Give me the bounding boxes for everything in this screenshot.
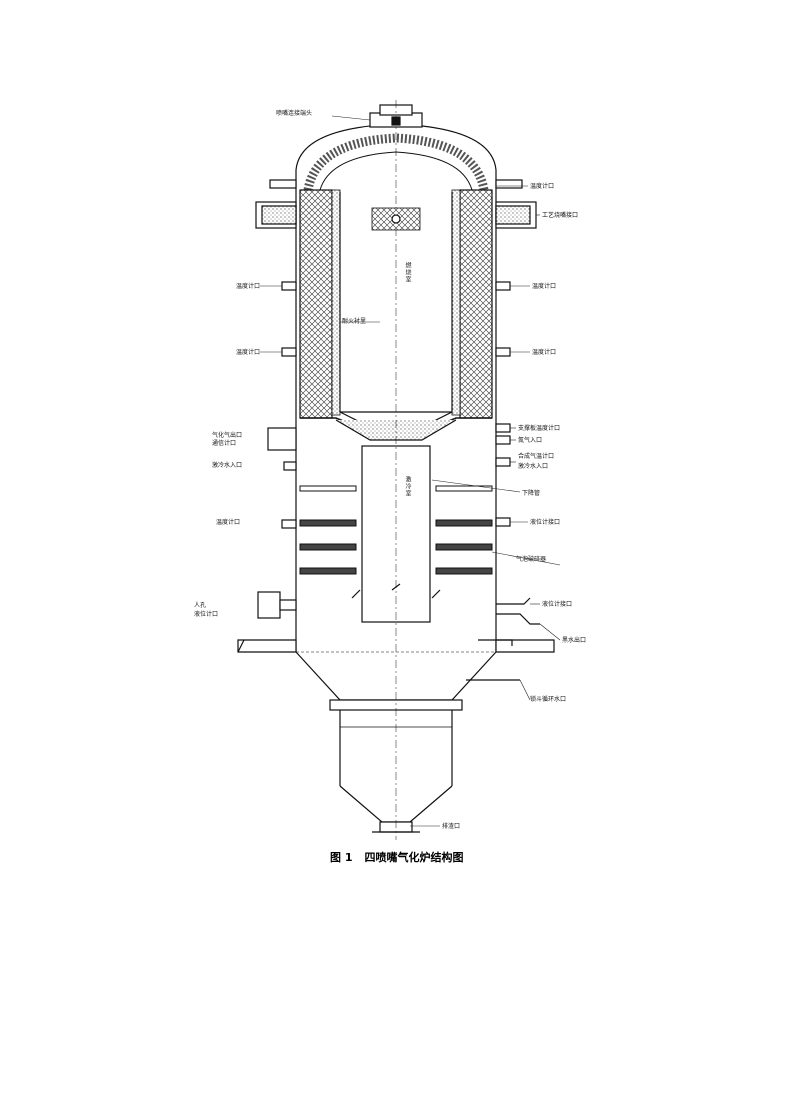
figure-caption: 图 1 四喷嘴气化炉结构图 xyxy=(330,849,463,865)
label-temp-right-top: 温度计口 xyxy=(530,183,555,190)
manhole-flange xyxy=(257,591,281,619)
label-temp-left-3: 温度计口 xyxy=(216,519,241,526)
label-temp-right-2: 温度计口 xyxy=(532,349,557,356)
label-level-left: 液位计口 xyxy=(194,611,219,618)
label-gas-outlet: 气化气出口 xyxy=(212,432,243,439)
label-top-nozzle: 喷嘴连接端头 xyxy=(276,110,313,117)
label-quench-in-left: 激冷水入口 xyxy=(212,462,243,469)
label-temp-right-1: 温度计口 xyxy=(532,283,557,290)
label-gas-outlet-2: 通信计口 xyxy=(212,440,237,447)
label-chamber-lower: 激冷室 xyxy=(404,476,411,497)
label-nitrogen-in: 氮气入口 xyxy=(518,437,543,444)
label-bubble-breaker: 气泡破碎器 xyxy=(516,556,547,563)
caption-number: 图 1 xyxy=(330,851,353,864)
label-gas-temp: 合成气温计口 xyxy=(518,453,555,460)
label-quench-in-right: 激冷水入口 xyxy=(518,463,549,470)
label-support-temp: 支撑板温度计口 xyxy=(518,425,561,432)
label-manhole: 人孔 xyxy=(194,602,207,609)
caption-title: 四喷嘴气化炉结构图 xyxy=(364,851,464,864)
label-temp-left-2: 温度计口 xyxy=(236,349,261,356)
label-drop-tube: 下降管 xyxy=(522,490,541,497)
refractory-left xyxy=(299,189,333,419)
label-level-right: 液位计接口 xyxy=(530,519,561,526)
label-refractory: 耐火衬里 xyxy=(342,318,367,325)
refractory-right xyxy=(459,189,493,419)
label-black-water: 黑水出口 xyxy=(562,637,587,644)
label-level-right-2: 液位计接口 xyxy=(542,601,573,608)
label-slag-outlet: 排渣口 xyxy=(442,823,461,830)
label-process-nozzle: 工艺烧嘴接口 xyxy=(542,212,579,219)
label-sediment: 锁斗循环水口 xyxy=(530,696,567,703)
label-chamber-upper: 燃烧室 xyxy=(404,262,411,283)
label-temp-left-1: 温度计口 xyxy=(236,283,261,290)
